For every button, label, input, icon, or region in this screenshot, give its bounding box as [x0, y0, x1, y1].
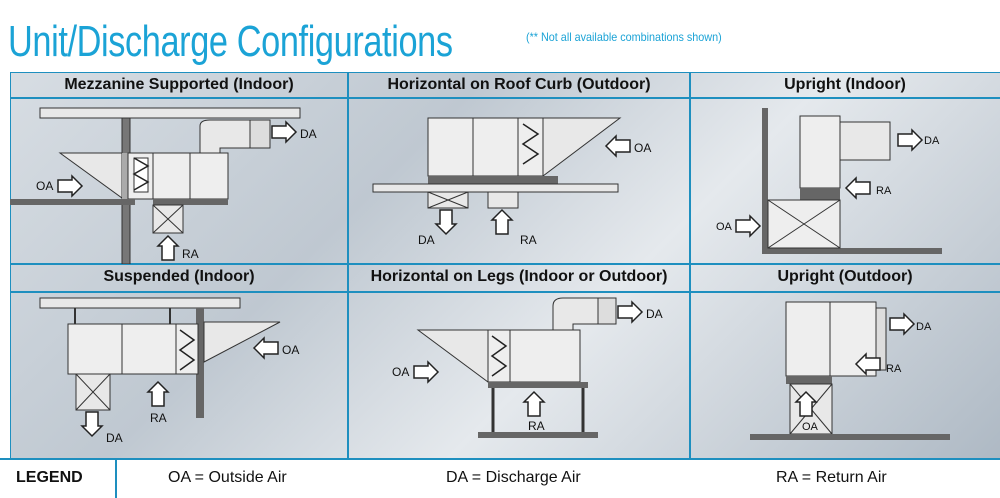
- arrow-icon: [413, 360, 440, 384]
- label-ra: RA: [876, 185, 892, 197]
- label-da: DA: [916, 321, 932, 333]
- arrow-icon: [271, 120, 298, 144]
- label-ra: RA: [182, 247, 199, 261]
- legend-item-ra: RA = Return Air: [776, 469, 887, 486]
- arrow-icon: [80, 411, 104, 438]
- panel-title-mezzanine: Mezzanine Supported (Indoor): [64, 76, 294, 93]
- label-oa: OA: [392, 365, 409, 379]
- diagram-suspended: OA DA RA: [39, 297, 299, 445]
- grid-frame: [10, 72, 1000, 458]
- title-note: (** Not all available combinations shown…: [526, 30, 722, 44]
- label-ra: RA: [520, 233, 537, 247]
- legend-item-oa: OA = Outside Air: [168, 469, 287, 486]
- legend-item-da: DA = Discharge Air: [446, 469, 581, 486]
- arrow-icon: [617, 300, 644, 324]
- diagram-upright-outdoor: DA RA OA: [750, 301, 950, 440]
- legend-bar: LEGEND OA = Outside Air DA = Discharge A…: [0, 458, 1000, 498]
- arrow-icon: [844, 176, 871, 200]
- diagram-legs: OA DA RA: [392, 297, 663, 438]
- arrow-icon: [897, 128, 924, 152]
- arrow-icon: [854, 352, 881, 376]
- title-text: Unit/Discharge Configurations: [8, 17, 453, 66]
- label-oa: OA: [716, 221, 733, 233]
- panel-title-roof-curb: Horizontal on Roof Curb (Outdoor): [387, 76, 651, 93]
- label-ra: RA: [886, 363, 902, 375]
- arrow-icon: [434, 209, 458, 236]
- diagram-upright-indoor: DA RA OA: [716, 108, 942, 254]
- label-oa: OA: [36, 179, 53, 193]
- label-oa: OA: [802, 421, 819, 433]
- arrow-icon: [735, 214, 762, 238]
- label-oa: OA: [634, 141, 651, 155]
- label-da: DA: [300, 127, 317, 141]
- arrow-icon: [490, 208, 514, 235]
- panel-title-upright-indoor: Upright (Indoor): [784, 76, 906, 93]
- arrow-icon: [794, 390, 818, 417]
- page-title: Unit/Discharge Configurations: [8, 2, 578, 64]
- diagram-mezzanine: OA DA RA: [10, 107, 317, 264]
- legend-divider: [115, 460, 117, 498]
- label-da: DA: [924, 135, 940, 147]
- diagram-roof-curb: OA DA RA: [372, 117, 651, 247]
- arrow-icon: [146, 380, 170, 407]
- arrow-icon: [156, 234, 180, 261]
- panel-title-upright-outdoor: Upright (Outdoor): [777, 268, 913, 285]
- label-da: DA: [106, 431, 123, 445]
- arrow-icon: [889, 312, 916, 336]
- arrow-icon: [522, 390, 546, 417]
- label-ra: RA: [150, 411, 167, 425]
- label-oa: OA: [282, 343, 299, 357]
- label-da: DA: [418, 233, 435, 247]
- label-ra: RA: [528, 419, 545, 433]
- label-da: DA: [646, 307, 663, 321]
- arrow-icon: [57, 174, 84, 198]
- legend-label: LEGEND: [16, 469, 83, 486]
- arrow-icon: [604, 134, 631, 158]
- arrow-icon: [252, 336, 279, 360]
- panel-title-suspended: Suspended (Indoor): [103, 268, 255, 285]
- panel-title-legs: Horizontal on Legs (Indoor or Outdoor): [370, 268, 668, 285]
- configuration-grid: Mezzanine Supported (Indoor) Horizontal …: [10, 72, 1000, 458]
